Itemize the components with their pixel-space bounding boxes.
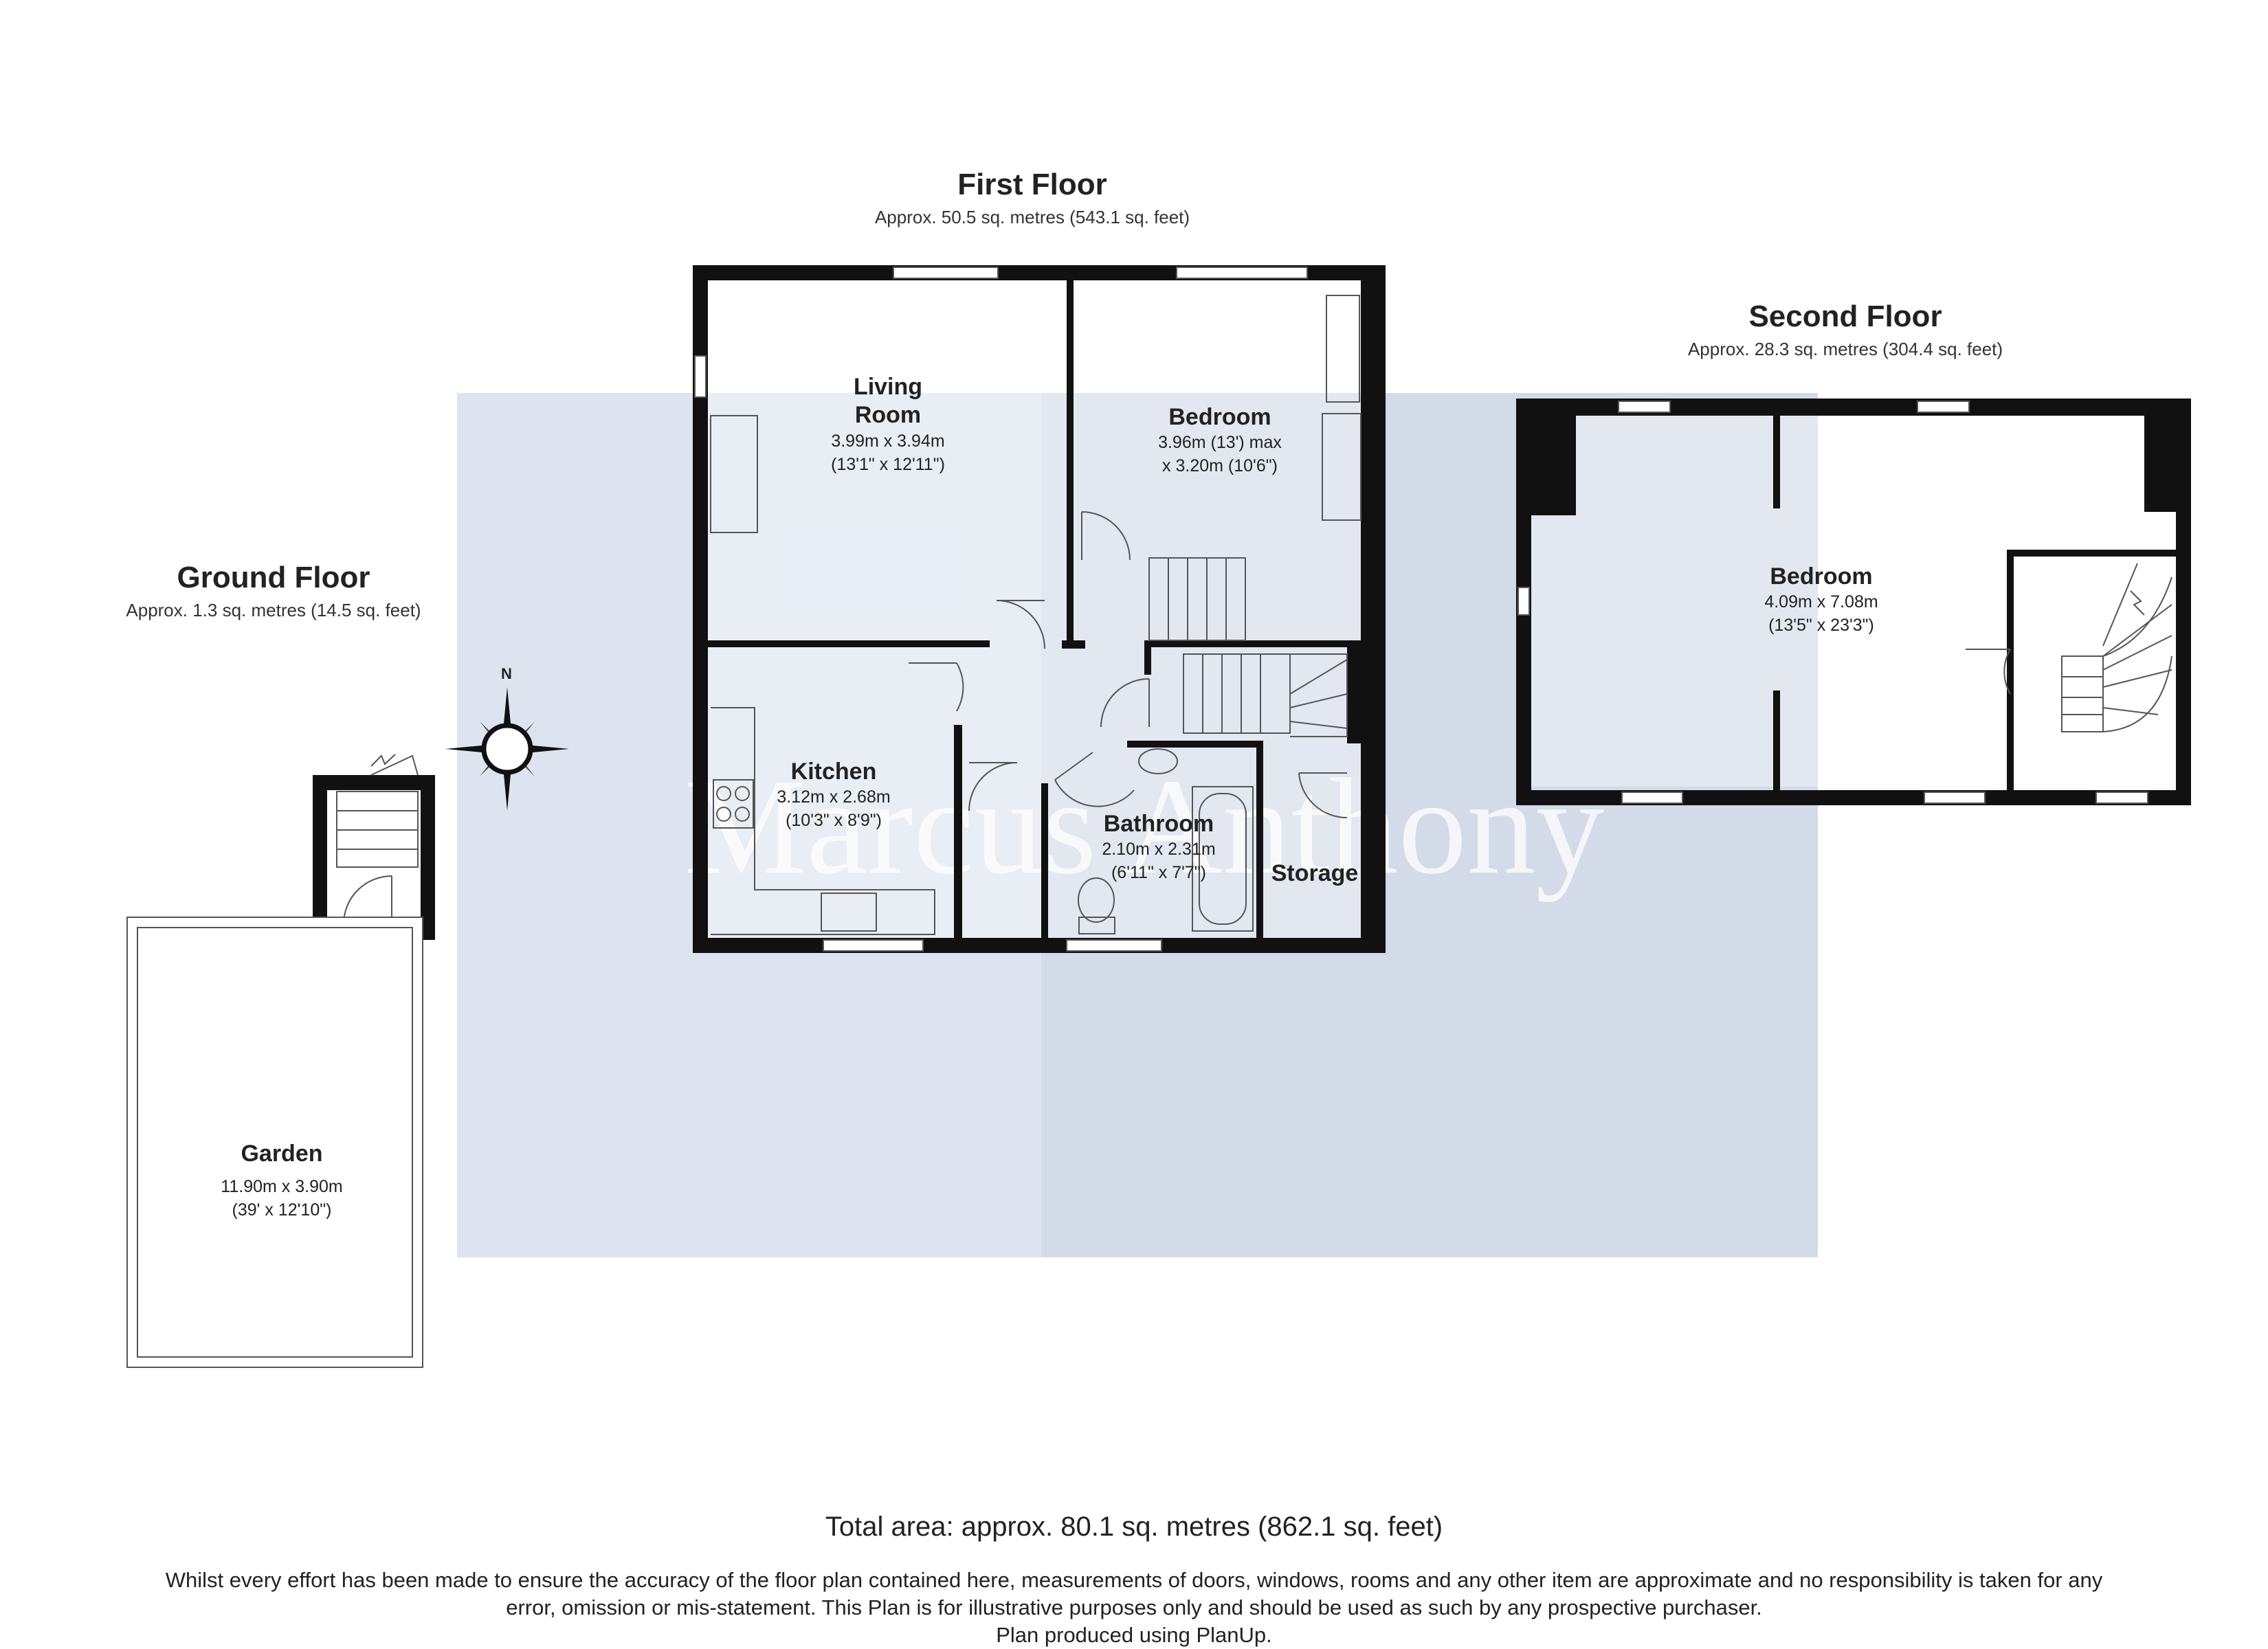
- garden-plot: [126, 917, 423, 1368]
- door-stairs: [1100, 678, 1150, 728]
- first-floor-plan: [693, 265, 1386, 953]
- window-bedroom-north: [1176, 267, 1308, 279]
- wall-west: [693, 265, 708, 953]
- watermark-text: Marcus Anthony: [685, 751, 1605, 903]
- wall-stair-east: [1347, 647, 1361, 743]
- garden-name: Garden: [241, 1141, 322, 1167]
- second-floor-area: Approx. 28.3 sq. metres (304.4 sq. feet): [1688, 339, 2003, 359]
- door-storage: [1298, 772, 1348, 819]
- window-2-south-3: [2095, 792, 2148, 804]
- second-floor-title: Second Floor: [1748, 300, 1942, 333]
- compass-north-label: N: [501, 665, 512, 682]
- wardrobe: [1322, 413, 1361, 521]
- door-living: [996, 600, 1045, 649]
- living-room-dim-imperial: (13'1" x 12'11"): [831, 455, 945, 474]
- bathroom-dim-metric: 2.10m x 2.31m: [1102, 840, 1215, 859]
- cupboard: [1326, 295, 1360, 403]
- chimney-breast: [710, 415, 758, 533]
- door-2-stairwell: [1966, 649, 2011, 695]
- wall-kitchen-hall: [954, 725, 962, 938]
- partition-north: [1773, 416, 1780, 508]
- window-2-west: [1517, 587, 1530, 616]
- compass-icon: [445, 687, 569, 811]
- wall-living-bedroom: [1067, 280, 1074, 648]
- ground-floor-area: Approx. 1.3 sq. metres (14.5 sq. feet): [126, 600, 421, 620]
- kitchen-dim-imperial: (10'3" x 8'9"): [786, 811, 882, 830]
- door-entrance: [343, 875, 392, 925]
- bathroom-dim-imperial: (6'11" x 7'7"): [1111, 863, 1206, 882]
- partition-south: [1773, 691, 1780, 790]
- living-room-dim-metric: 3.99m x 3.94m: [831, 431, 944, 451]
- stairs-second-floor: [2061, 563, 2172, 732]
- wall-east-2: [2176, 399, 2191, 805]
- wall-hall-bathroom: [1041, 783, 1048, 938]
- first-floor-interior: [708, 280, 1361, 945]
- stairs-ground-floor: [336, 754, 419, 868]
- wall-stub: [1062, 640, 1085, 649]
- bathroom-name: Bathroom: [1104, 811, 1214, 837]
- wall-stairwell-west: [2007, 550, 2014, 790]
- kitchen-name: Kitchen: [791, 759, 877, 785]
- wall-bathroom-storage: [1256, 741, 1263, 938]
- bedroom-second-dim-imperial: (13'5" x 23'3"): [1768, 616, 1874, 635]
- wall-stair-post: [1144, 647, 1151, 675]
- total-area: Total area: approx. 80.1 sq. metres (862…: [825, 1512, 1443, 1542]
- door-kitchen: [909, 662, 964, 712]
- window-2-north-2: [1917, 401, 1970, 413]
- living-room-name-1: Living: [854, 374, 922, 400]
- wall-living-kitchen: [708, 640, 990, 647]
- wall-south: [693, 938, 1386, 953]
- door-bathroom: [1054, 752, 1135, 807]
- ground-floor-title: Ground Floor: [177, 561, 370, 594]
- wall-bathroom-north: [1127, 741, 1261, 748]
- bedroom-first-dim-2: x 3.20m (10'6"): [1162, 456, 1278, 475]
- first-floor-title: First Floor: [957, 168, 1107, 201]
- living-room-name-2: Room: [855, 402, 921, 428]
- first-floor-area: Approx. 50.5 sq. metres (543.1 sq. feet): [875, 207, 1190, 227]
- disclaimer-line-3: Plan produced using PlanUp.: [996, 1623, 1272, 1647]
- kitchen-units: [711, 707, 935, 935]
- door-hall: [968, 762, 1018, 811]
- storage-name: Storage: [1271, 860, 1359, 886]
- wall-east: [1361, 265, 1386, 953]
- garden-dim-imperial: (39' x 12'10"): [232, 1200, 332, 1220]
- ground-entrance-interior: [327, 790, 421, 926]
- window-2-south-2: [1924, 792, 1986, 804]
- window-living-west: [694, 355, 707, 398]
- wall-bedroom-stairs: [1144, 640, 1361, 647]
- door-bedroom: [1081, 511, 1131, 561]
- bathroom-fittings: [1078, 748, 1254, 934]
- wall-north-2: [1516, 399, 2191, 416]
- disclaimer-line-2: error, omission or mis-statement. This P…: [506, 1595, 1762, 1619]
- window-living-north: [893, 267, 999, 279]
- bedroom-second-name: Bedroom: [1770, 563, 1872, 590]
- ground-floor-plan: [313, 754, 435, 958]
- wall-south-2: [1516, 790, 2191, 805]
- second-floor-interior: [1531, 416, 2177, 787]
- disclaimer: Whilst every effort has been made to ens…: [0, 1567, 2268, 1649]
- window-bathroom-south: [1066, 939, 1162, 952]
- disclaimer-line-1: Whilst every effort has been made to ens…: [165, 1568, 2103, 1592]
- window-kitchen-south: [823, 939, 924, 952]
- window-2-south-1: [1621, 792, 1683, 804]
- chimney-2-east: [2144, 416, 2176, 512]
- wall-stairwell-north: [2007, 550, 2176, 557]
- second-floor-plan: [1516, 399, 2191, 805]
- kitchen-dim-metric: 3.12m x 2.68m: [777, 787, 890, 807]
- bedroom-second-dim-metric: 4.09m x 7.08m: [1764, 592, 1878, 612]
- bedroom-first-name: Bedroom: [1168, 404, 1271, 430]
- chimney-2-west: [1531, 416, 1576, 515]
- window-2-north-1: [1618, 401, 1671, 413]
- watermark-panel-shade: [1041, 393, 1818, 1257]
- garden-dim-metric: 11.90m x 3.90m: [221, 1177, 342, 1196]
- stairs-first-floor: [1148, 557, 1348, 737]
- bedroom-first-dim-1: 3.96m (13') max: [1158, 433, 1282, 452]
